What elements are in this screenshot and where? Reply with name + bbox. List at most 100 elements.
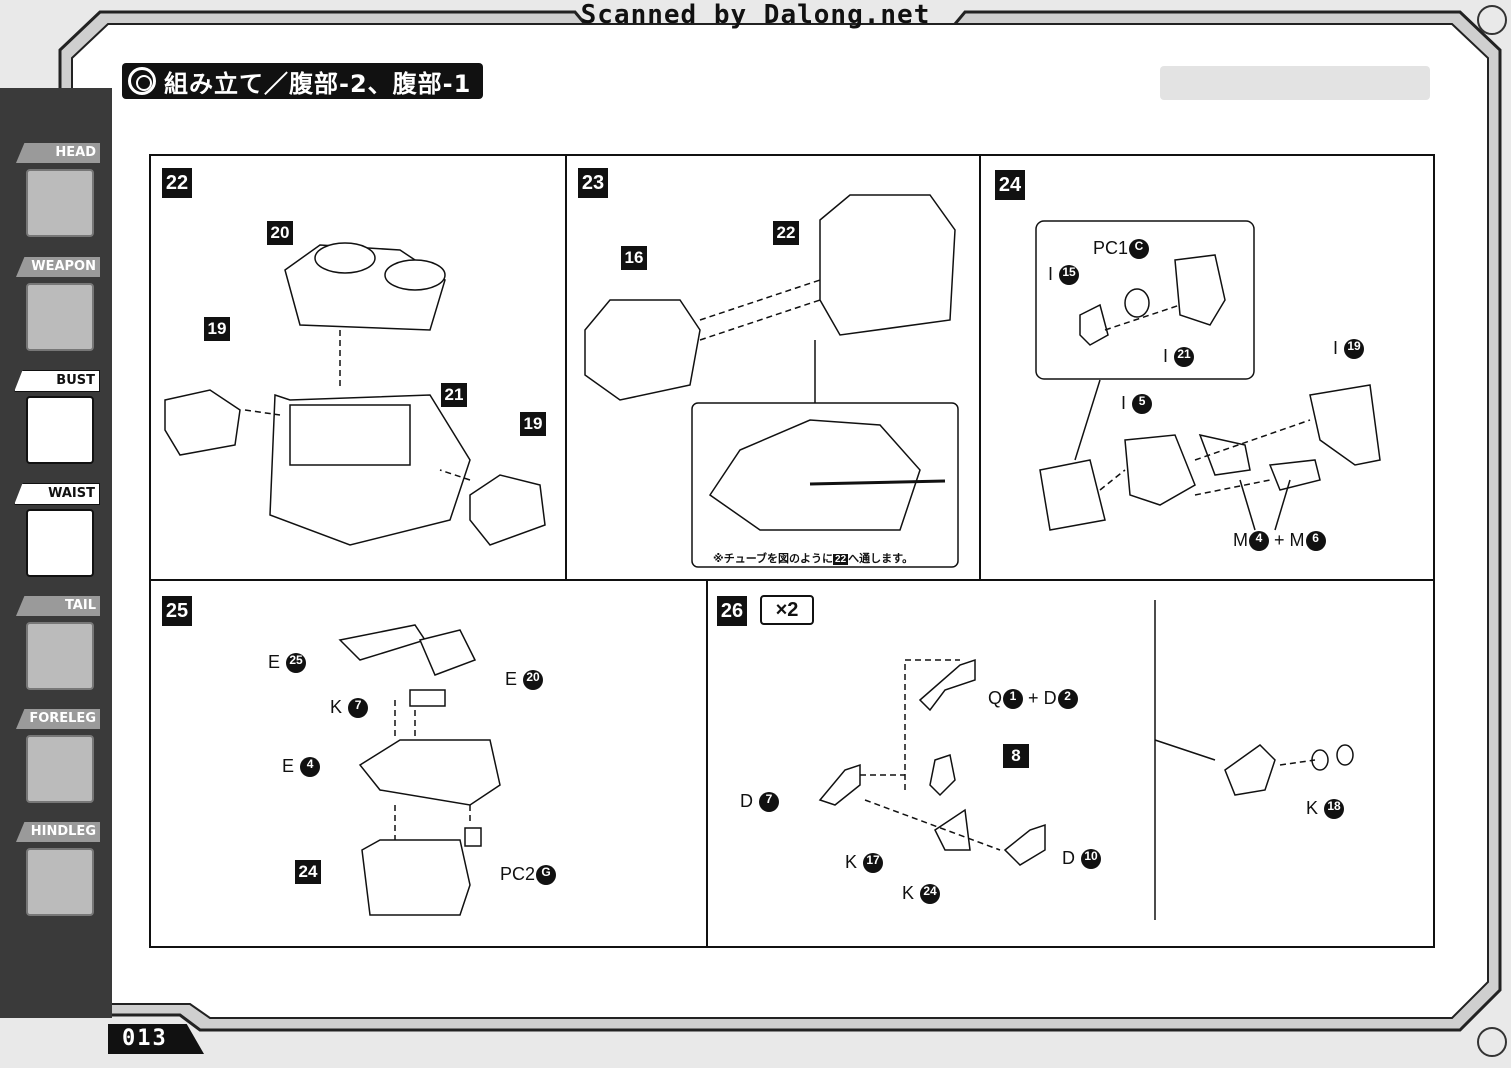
step-number: 25 — [162, 596, 192, 626]
part-letter: E — [268, 652, 281, 672]
part-number-circle: 2 — [1057, 689, 1078, 710]
part-letter: I — [1333, 338, 1339, 358]
part-label-d7: D 7 — [740, 791, 780, 813]
part-label-e25: E 25 — [268, 652, 307, 674]
sidebar-tab-bust[interactable]: BUST — [12, 370, 108, 468]
part-number-circle: 19 — [1344, 339, 1365, 360]
step-number: 22 — [162, 168, 192, 198]
page-number: 013 — [108, 1024, 204, 1054]
weapon-thumbnail-icon — [26, 283, 94, 351]
head-thumbnail-icon — [26, 169, 94, 237]
part-letter: I — [1048, 264, 1054, 284]
sidebar-tab-tail[interactable]: TAIL — [12, 596, 108, 694]
step-panel-23 — [565, 154, 981, 581]
part-number-circle: 20 — [523, 670, 544, 691]
part-letter: PC2 — [500, 864, 536, 884]
part-label-i19: I 19 — [1333, 338, 1365, 360]
plus-sign: + — [1274, 530, 1285, 550]
sidebar-tab-label: WAIST — [14, 483, 100, 505]
ghost-title-tab — [1160, 66, 1430, 100]
part-letter: D — [1062, 848, 1075, 868]
sidebar-tab-label: FORELEG — [16, 709, 100, 729]
part-letter: I — [1163, 346, 1169, 366]
part-letter: E — [282, 756, 295, 776]
foreleg-thumbnail-icon — [26, 735, 94, 803]
part-number-circle: 21 — [1174, 347, 1195, 368]
step-panel-25 — [149, 579, 708, 948]
part-letter: I — [1121, 393, 1127, 413]
part-letter: K — [1306, 798, 1319, 818]
sidebar-tab-head[interactable]: HEAD — [12, 143, 108, 241]
sidebar-tab-label: BUST — [14, 370, 100, 392]
part-letter: PC1 — [1093, 238, 1129, 258]
part-label-e4: E 4 — [282, 756, 321, 778]
note-ref-tag: 22 — [833, 554, 849, 565]
part-label-i5: I 5 — [1121, 393, 1153, 415]
part-number-circle: 4 — [1249, 531, 1269, 552]
sidebar-tab-foreleg[interactable]: FORELEG — [12, 709, 108, 807]
step-panel-26 — [706, 579, 1435, 948]
part-letter: E — [505, 669, 518, 689]
step-number: 26 — [717, 596, 747, 626]
part-number-circle: C — [1129, 239, 1150, 260]
part-number-tag: 19 — [520, 412, 546, 436]
gear-icon — [128, 67, 156, 95]
part-number-circle: 4 — [300, 757, 321, 778]
note-prefix: ※チューブを図のように — [713, 552, 834, 565]
part-number-circle: 15 — [1059, 265, 1080, 286]
part-number-tag: 24 — [295, 860, 321, 884]
part-number-circle: 7 — [759, 792, 780, 813]
part-label-k18: K 18 — [1306, 798, 1345, 820]
part-number-circle: 6 — [1305, 531, 1326, 552]
part-label-i21: I 21 — [1163, 346, 1195, 368]
step-number: 24 — [995, 170, 1025, 200]
sidebar-tab-label: HINDLEG — [16, 822, 100, 842]
part-number-tag: 20 — [267, 221, 293, 245]
quantity-multiplier: ×2 — [760, 595, 814, 625]
part-number-circle: 18 — [1324, 799, 1345, 820]
section-title: 組み立て／腹部-2、腹部-1 — [164, 69, 472, 98]
part-letter: M — [1289, 530, 1305, 550]
step-panel-22 — [149, 154, 567, 581]
part-letter: K — [845, 852, 858, 872]
waist-thumbnail-icon — [26, 509, 94, 577]
part-label-d10: D 10 — [1062, 848, 1102, 870]
part-number-tag: 22 — [773, 221, 799, 245]
note-suffix: へ通します。 — [848, 552, 914, 565]
scan-credit: Scanned by Dalong.net — [580, 0, 931, 30]
part-number-circle: 17 — [863, 853, 884, 874]
part-label-e20: E 20 — [505, 669, 544, 691]
bust-thumbnail-icon — [26, 396, 94, 464]
sidebar-tab-label: WEAPON — [16, 257, 100, 277]
hindleg-thumbnail-icon — [26, 848, 94, 916]
sidebar-tab-label: HEAD — [16, 143, 100, 163]
part-number-circle: 7 — [348, 698, 369, 719]
step-panel-24 — [979, 154, 1435, 581]
part-label-k24: K 24 — [902, 883, 941, 905]
part-number-circle: 10 — [1081, 849, 1102, 870]
part-label-k17: K 17 — [845, 852, 884, 874]
tail-thumbnail-icon — [26, 622, 94, 690]
part-letter: Q — [988, 688, 1003, 708]
part-number-circle: 1 — [1003, 689, 1024, 710]
step-number: 23 — [578, 168, 608, 198]
part-letter: M — [1233, 530, 1248, 550]
part-letter: D — [1043, 688, 1057, 708]
part-letter: K — [330, 697, 343, 717]
sidebar-tab-weapon[interactable]: WEAPON — [12, 257, 108, 355]
part-number-circle: 25 — [286, 653, 307, 674]
part-number-circle: G — [536, 865, 557, 886]
part-number-circle: 5 — [1132, 394, 1153, 415]
sidebar-tab-waist[interactable]: WAIST — [12, 483, 108, 581]
section-title-bar: 組み立て／腹部-2、腹部-1 — [122, 63, 484, 99]
sidebar-nav: HEAD WEAPON BUST WAIST TAIL FORELEG HIND… — [6, 95, 110, 1015]
sidebar-tab-hindleg[interactable]: HINDLEG — [12, 822, 108, 920]
part-number-tag: 16 — [621, 246, 647, 270]
part-letter: K — [902, 883, 915, 903]
part-number-tag: 8 — [1003, 744, 1029, 768]
